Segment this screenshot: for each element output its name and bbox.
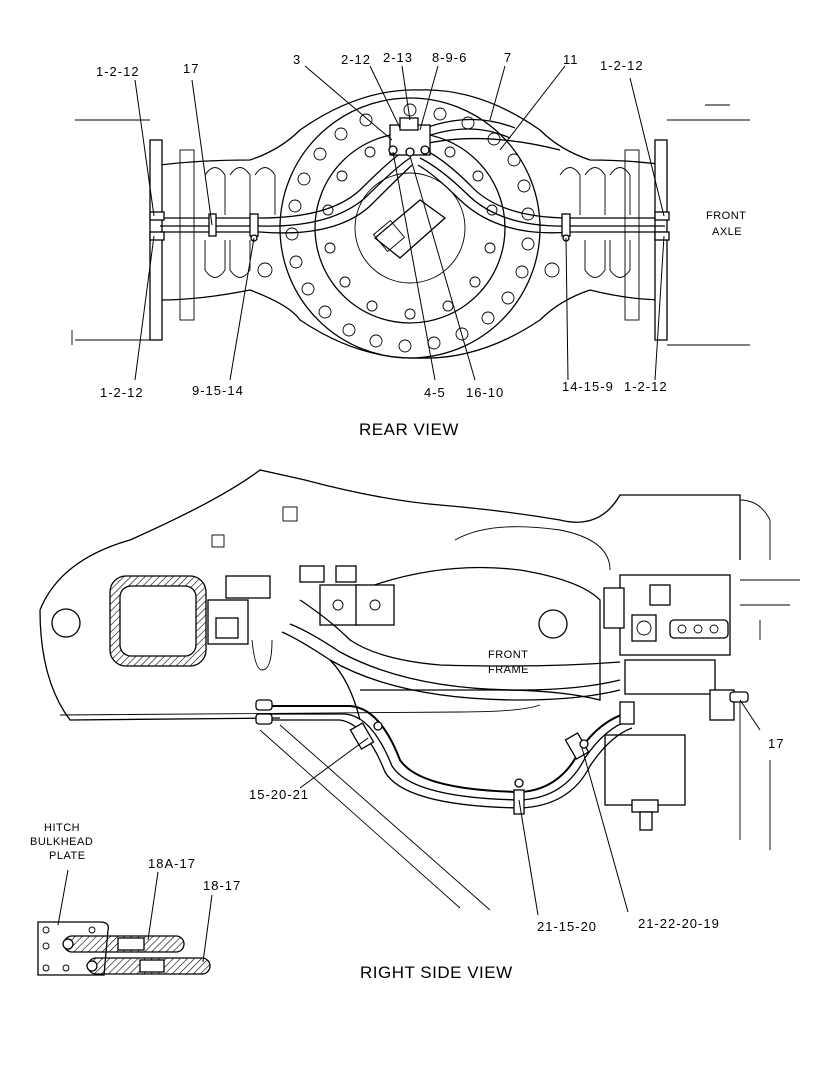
note-hitch-line1: HITCH [44, 822, 80, 834]
hitch-bulkhead-plate-inset [37, 921, 211, 976]
callout-top-right-1-2-12: 1-2-12 [600, 58, 644, 73]
callout-top-11: 11 [563, 52, 579, 67]
callout-bottom-right-1-2-12: 1-2-12 [624, 379, 668, 394]
note-front-axle-line1: FRONT [706, 210, 746, 222]
callout-18a-17: 18A-17 [148, 856, 196, 871]
callout-top-8-9-6: 8-9-6 [432, 50, 467, 65]
callout-bottom-left-1-2-12: 1-2-12 [100, 385, 144, 400]
right-side-view: 17 15-20-21 18A-17 18-17 21-15-20 21-22-… [30, 469, 800, 982]
front-frame-drawing [39, 469, 800, 911]
callout-15-20-21: 15-20-21 [249, 787, 309, 802]
callout-bottom-16-10: 16-10 [466, 385, 504, 400]
note-hitch-line3: PLATE [49, 850, 86, 862]
side-leader-lines [57, 699, 761, 963]
rear-leader-lines [134, 65, 665, 381]
callout-bottom-9-15-14: 9-15-14 [192, 383, 244, 398]
callout-17: 17 [768, 736, 784, 751]
callout-21-15-20: 21-15-20 [537, 919, 597, 934]
bolt-circle [285, 103, 535, 353]
note-front-axle-line2: AXLE [712, 226, 742, 238]
callout-top-7: 7 [504, 50, 512, 65]
note-front-frame-line2: FRAME [488, 664, 529, 676]
rear-hydraulic-lines [149, 117, 670, 242]
rear-view: 1-2-12 17 3 2-12 2-13 8-9-6 7 11 1-2-12 … [71, 50, 750, 439]
callout-top-17: 17 [183, 61, 199, 76]
right-side-view-title: RIGHT SIDE VIEW [360, 963, 513, 982]
callout-18-17: 18-17 [203, 878, 241, 893]
note-hitch-line2: BULKHEAD [30, 836, 93, 848]
callout-top-3: 3 [293, 52, 301, 67]
callout-top-2-13: 2-13 [383, 50, 413, 65]
callout-21-22-20-19: 21-22-20-19 [638, 916, 720, 931]
note-front-frame-line1: FRONT [488, 649, 528, 661]
callout-top-2-12: 2-12 [341, 52, 371, 67]
callout-top-left-1-2-12: 1-2-12 [96, 64, 140, 79]
callout-bottom-14-15-9: 14-15-9 [562, 379, 614, 394]
rear-view-title: REAR VIEW [359, 420, 459, 439]
callout-bottom-4-5: 4-5 [424, 385, 446, 400]
